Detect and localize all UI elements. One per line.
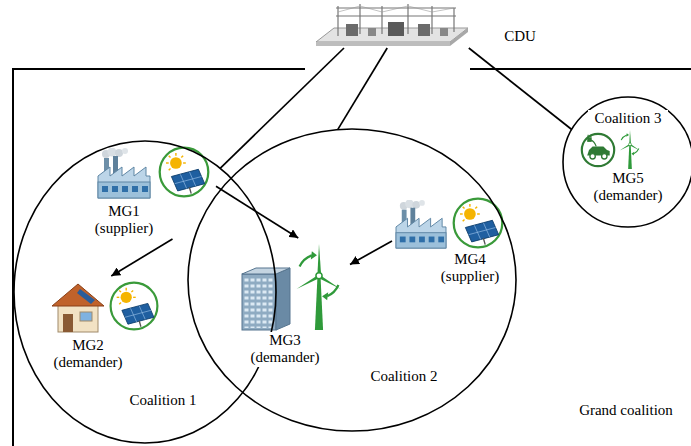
microgrid-node: MG5 (demander) [578,128,678,214]
substation-picture-part [368,28,376,36]
coalition-circle: Coalition 3 MG5 (demander) [562,96,691,228]
coalition-circle: Coalition 1MG1 (supplier)MG2 (demander)M… [13,140,277,444]
substation-picture-part-part [453,8,454,32]
power-line [220,48,344,168]
microgrid-label: MG5 (demander) [590,170,666,205]
substation-picture-part [388,22,404,36]
microgrid-label: MG2 (demander) [48,337,128,372]
substation-picture-part [418,24,430,36]
factory-icon [98,148,150,199]
substation-picture-part [316,42,450,46]
coalition-outline [188,129,516,431]
wind-turbine-icon [297,244,341,330]
substation-picture-part [338,6,454,12]
substation-picture-part [450,28,468,46]
substation-picture [316,4,468,46]
substation-picture-part-part [382,6,408,12]
coalition-label: Coalition 3 [588,110,668,127]
substation-picture-part-part [408,6,432,12]
coalition-outline [14,141,276,443]
factory-icon [396,200,446,249]
microgrid-node: MG3 (demander) [235,238,350,370]
substation-picture-part [336,4,456,36]
substation-picture-part-part [381,6,382,34]
energy-trade-arrow [216,186,298,238]
house-icon [52,284,104,332]
coalition-outline [563,97,691,227]
coalition-label: Grand coalition [570,402,682,419]
substation-picture-part-part [338,6,360,12]
energy-trade-arrow [350,241,392,264]
microgrid-label: MG1 (supplier) [88,203,160,238]
substation-picture-part-part [360,6,382,12]
microgrid-node: MG2 (demander) [48,276,163,374]
grand-coalition-outline [13,69,691,446]
substation-picture-part [346,24,358,36]
node-label: CDU [497,28,543,45]
substation-picture-part-part [432,8,454,12]
microgrid-label: MG3 (demander) [245,332,325,367]
energy-trade-arrow [111,239,172,276]
substation-picture-part-part [337,6,338,36]
microgrid-node: MG1 (supplier) [88,143,216,239]
wind-turbine-icon [620,130,640,169]
power-line [338,48,387,130]
solar-icon [111,283,158,330]
coalition-label: Coalition 2 [362,368,446,385]
grand-coalition-frame: Grand coalition Coalition 1 MG1 (supplier)… [12,68,691,446]
microgrid-node: MG4 (supplier) [392,193,508,289]
coalition-label: Coalition 1 [118,392,208,409]
substation-picture-part-part [431,6,432,34]
substation-node: CDU [312,2,472,48]
electric-car-icon [582,134,614,166]
power-line [469,48,572,130]
substation-picture-part-part [336,15,456,16]
office-building-icon [242,268,290,330]
substation-picture-part [440,28,448,36]
coalition-circle: Coalition 2 MG4 (supplier) [187,128,517,432]
microgrid-label: MG4 (supplier) [432,251,508,286]
